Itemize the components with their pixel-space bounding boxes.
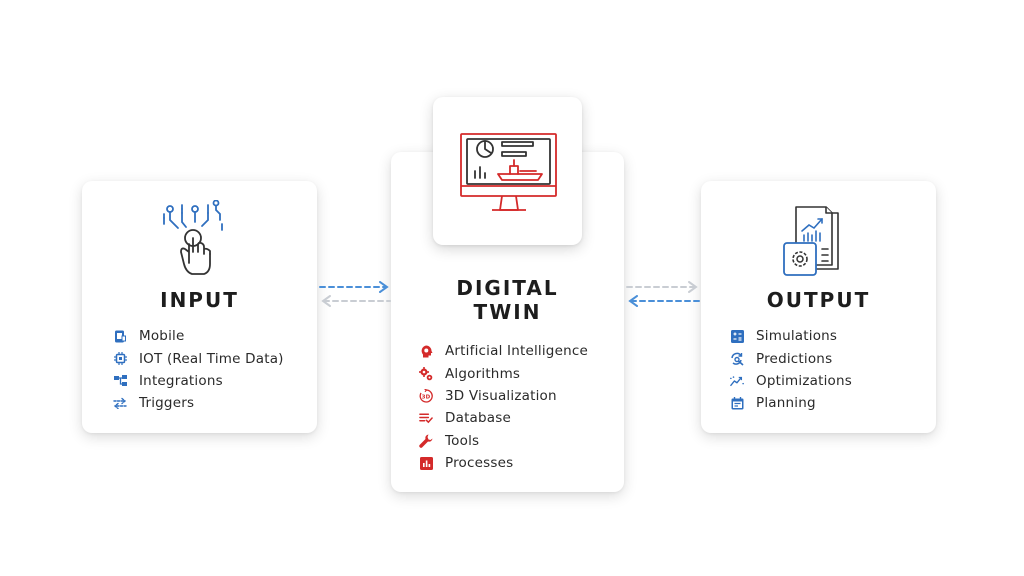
input-twin-arrows — [319, 281, 391, 307]
calculator-icon — [730, 329, 744, 343]
input-list: Mobile IOT (Real Time Data) Integrations… — [113, 325, 284, 415]
list-item-label: Mobile — [139, 328, 185, 345]
list-item: Planning — [730, 392, 852, 414]
mobile-icon — [113, 329, 127, 343]
ai-head-icon — [419, 344, 433, 358]
list-item-label: Integrations — [139, 372, 223, 389]
list-item-label: Processes — [445, 455, 514, 472]
list-item: Mobile — [113, 325, 284, 347]
trend-icon — [730, 374, 744, 388]
list-item-label: 3D Visualization — [445, 387, 557, 404]
monitor-ship-icon — [460, 133, 557, 211]
list-item-label: Optimizations — [756, 372, 852, 389]
digital-twin-list: Artificial Intelligence Algorithms 3D 3D… — [419, 340, 588, 474]
integrations-icon — [113, 374, 127, 388]
list-item: IOT (Real Time Data) — [113, 347, 284, 369]
list-item-label: Artificial Intelligence — [445, 343, 588, 360]
digital-twin-title: DIGITAL TWIN — [391, 276, 624, 324]
list-item: Database — [419, 407, 588, 429]
list-item: Simulations — [730, 325, 852, 347]
monitor-card — [433, 97, 582, 245]
list-item: Artificial Intelligence — [419, 340, 588, 362]
list-item-label: Predictions — [756, 350, 833, 367]
bar-chart-icon — [419, 456, 433, 470]
arrow-left-icon — [321, 295, 391, 307]
touch-circuit-icon — [163, 200, 223, 275]
arrow-left-icon — [628, 295, 700, 307]
list-item: Processes — [419, 452, 588, 474]
list-item: Integrations — [113, 370, 284, 392]
calendar-icon — [730, 396, 744, 410]
twin-output-arrows — [626, 281, 700, 307]
3d-rotate-icon: 3D — [419, 388, 433, 403]
digital-twin-title-line2: TWIN — [473, 300, 542, 324]
list-item: Optimizations — [730, 370, 852, 392]
arrow-right-icon — [626, 281, 698, 293]
list-item-label: IOT (Real Time Data) — [139, 350, 284, 367]
refresh-search-icon — [730, 352, 744, 366]
triggers-icon — [113, 396, 127, 410]
chip-icon — [113, 352, 127, 366]
list-item: 3D 3D Visualization — [419, 385, 588, 407]
list-item-label: Tools — [445, 432, 480, 449]
digital-twin-title-line1: DIGITAL — [456, 276, 559, 300]
input-title: INPUT — [160, 288, 239, 312]
input-card — [82, 181, 317, 433]
list-item: Algorithms — [419, 362, 588, 384]
gears-icon — [419, 366, 433, 381]
report-gear-icon — [783, 206, 839, 276]
list-item: Predictions — [730, 347, 852, 369]
list-item: Tools — [419, 430, 588, 452]
wrench-icon — [419, 434, 433, 448]
list-item-label: Triggers — [139, 395, 195, 412]
output-list: Simulations Predictions Optimizations Pl… — [730, 325, 852, 415]
database-list-icon — [419, 411, 433, 425]
list-item-label: Simulations — [756, 328, 838, 345]
list-item-label: Algorithms — [445, 365, 521, 382]
output-title: OUTPUT — [766, 288, 871, 312]
list-item-label: Planning — [756, 395, 816, 412]
list-item-label: Database — [445, 410, 512, 427]
list-item: Triggers — [113, 392, 284, 414]
arrow-right-icon — [319, 281, 389, 293]
svg-text:3D: 3D — [422, 394, 431, 400]
